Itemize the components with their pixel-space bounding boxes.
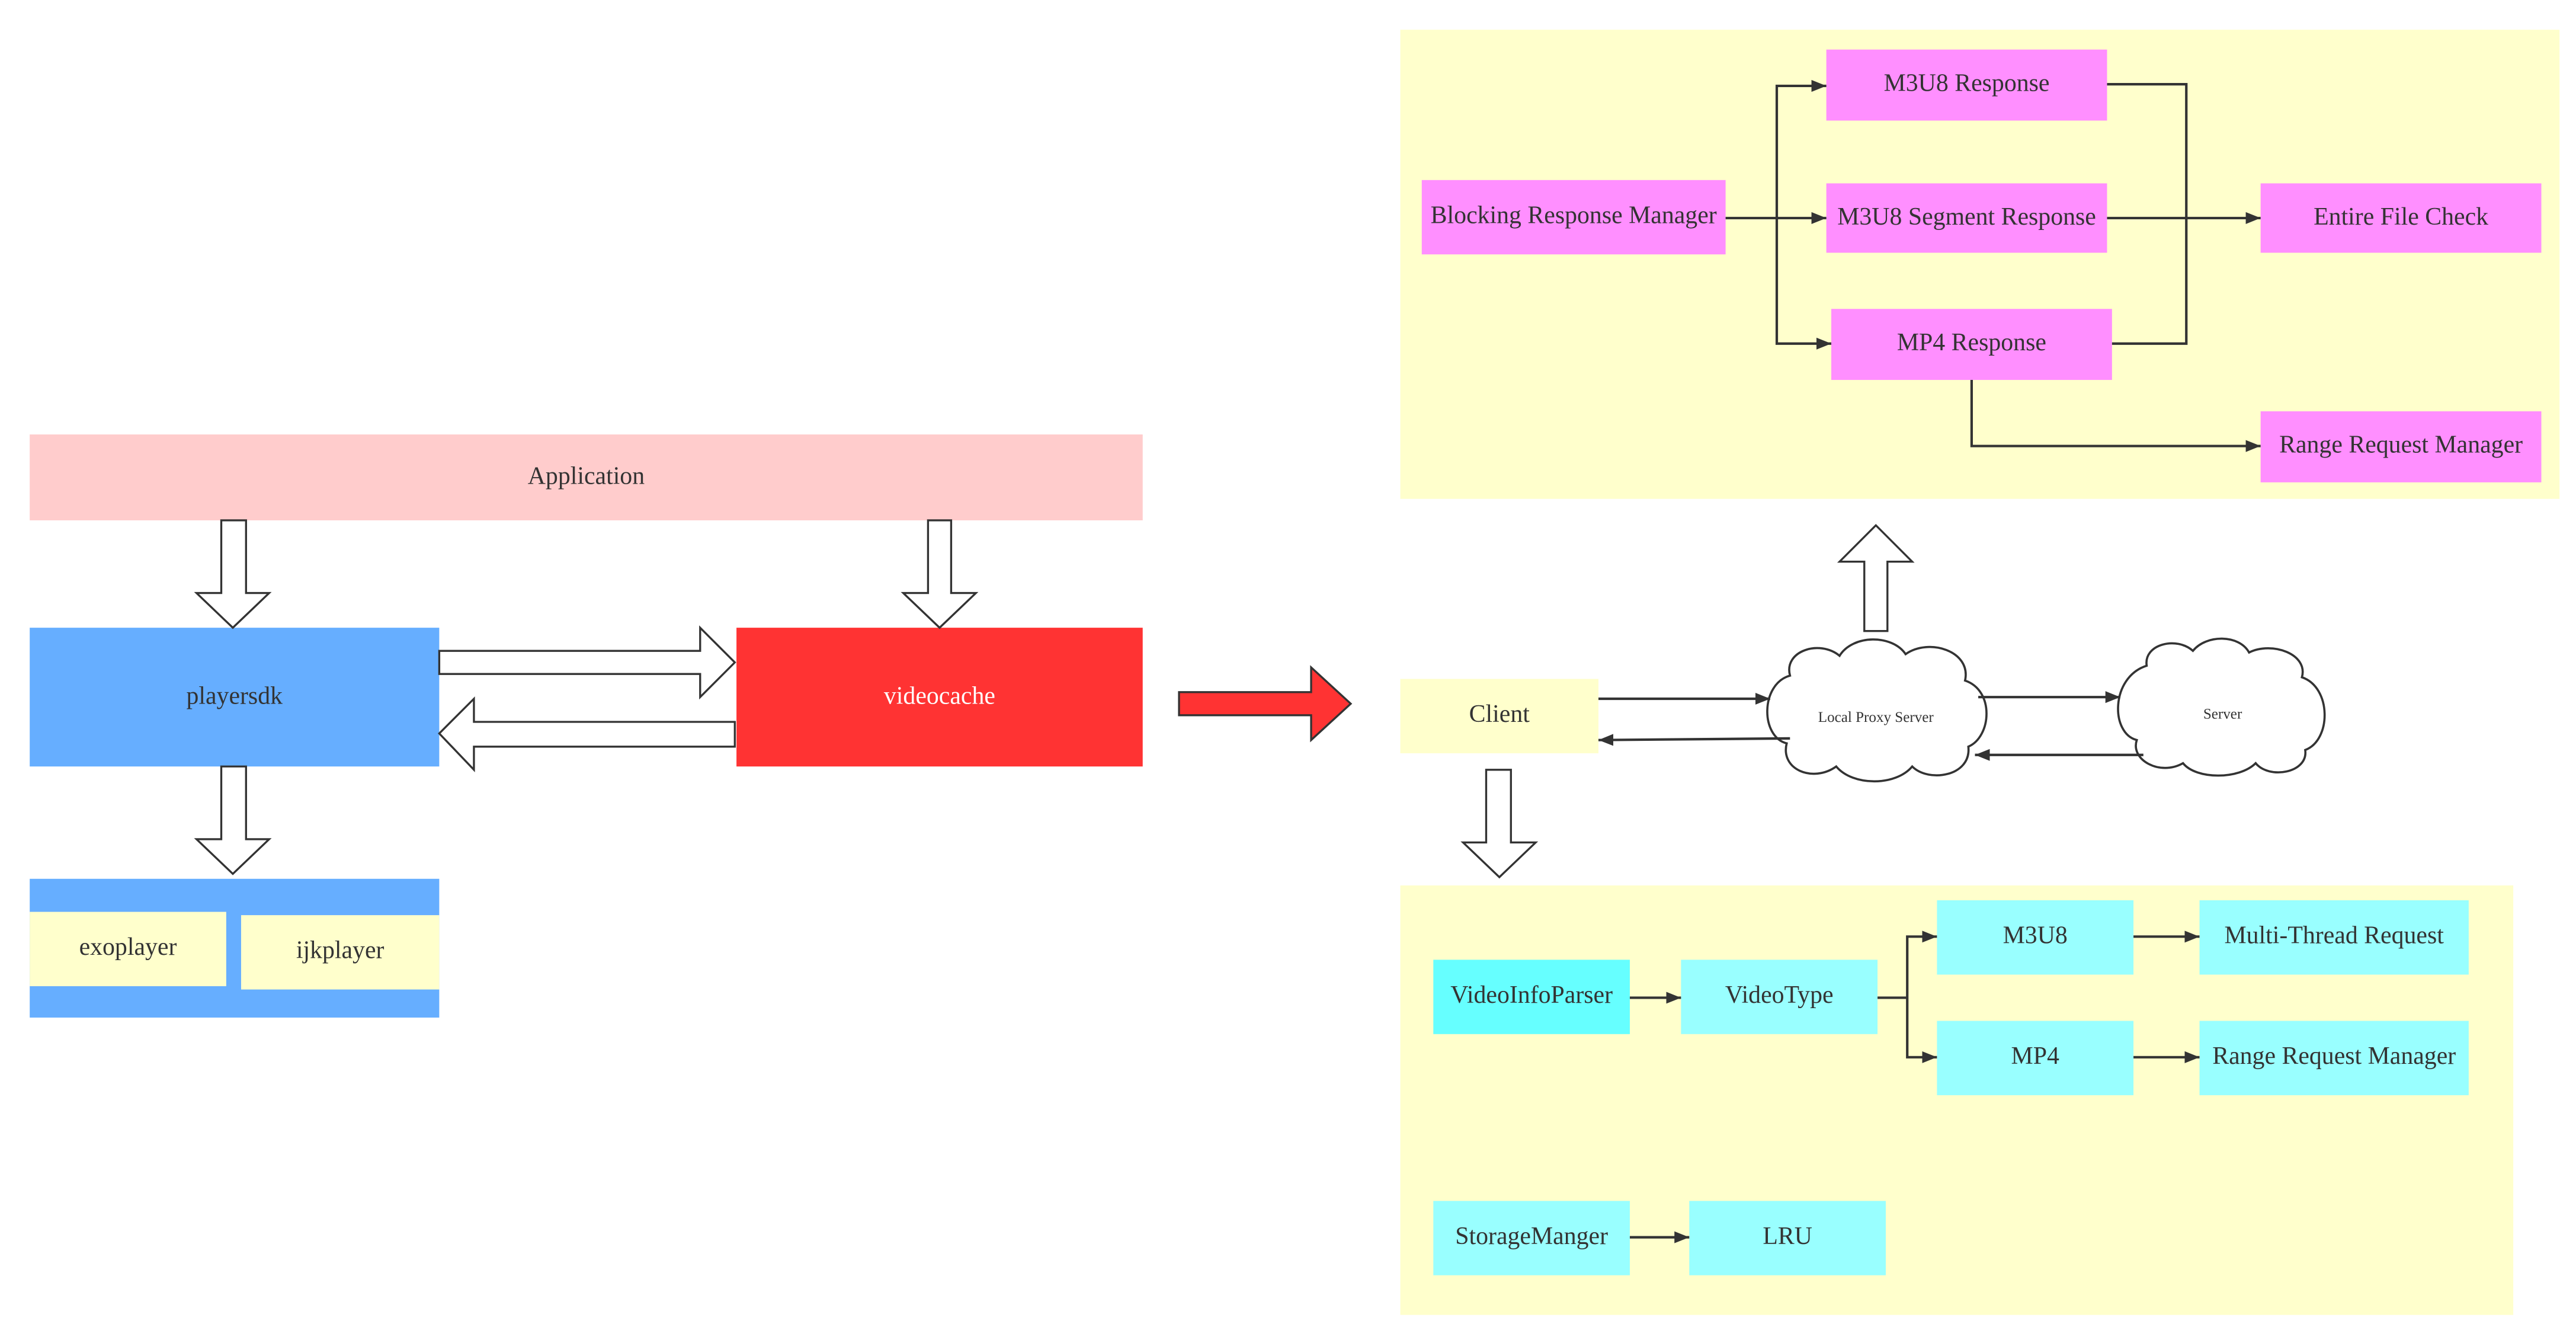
hollow-arrow-app-to-playersdk <box>194 519 272 629</box>
big-red-arrow <box>1178 665 1353 743</box>
videocache-box: videocache <box>736 628 1143 767</box>
hollow-arrow-videocache-to-playersdk <box>438 696 736 773</box>
connector-blocking-to-m3u8-response <box>1725 79 1827 220</box>
range-request-manager-response-box: Range Request Manager <box>2260 411 2542 482</box>
mp4-box: MP4 <box>1937 1021 2134 1095</box>
connector-videotype-to-m3u8 <box>1906 930 1937 998</box>
videotype-box: VideoType <box>1681 960 1878 1034</box>
m3u8-segment-response-box: M3U8 Segment Response <box>1826 183 2107 253</box>
blocking-response-manager-box: Blocking Response Manager <box>1421 180 1726 255</box>
connector-m3u8-response-to-check <box>2107 83 2188 218</box>
ijkplayer-box: ijkplayer <box>241 915 440 990</box>
local-proxy-server-label: Local Proxy Server <box>1818 709 1934 725</box>
hollow-arrow-playersdk-to-players <box>194 765 272 875</box>
client-box: Client <box>1400 679 1599 753</box>
playersdk-box: playersdk <box>30 628 440 767</box>
exoplayer-box: exoplayer <box>30 912 226 986</box>
hollow-arrow-proxy-to-response-panel <box>1837 523 1915 632</box>
hollow-arrow-app-to-videocache <box>901 519 979 629</box>
connector-videotype-to-mp4 <box>1906 997 1937 1063</box>
entire-file-check-box: Entire File Check <box>2260 183 2542 253</box>
mp4-response-box: MP4 Response <box>1831 309 2112 380</box>
server-label: Server <box>2203 706 2242 722</box>
lru-box: LRU <box>1689 1201 1886 1275</box>
connector-proxy-to-client <box>1598 734 1790 746</box>
videoinfoparser-box: VideoInfoParser <box>1433 960 1630 1034</box>
hollow-arrow-client-to-cache-panel <box>1460 769 1539 879</box>
hollow-arrow-playersdk-to-videocache <box>438 625 736 700</box>
range-request-manager-cache-box: Range Request Manager <box>2199 1021 2469 1095</box>
local-proxy-cloud <box>1766 638 1988 783</box>
connector-blocking-to-mp4-response <box>1775 218 1832 350</box>
connector-mp4-response-to-range-manager <box>1970 380 2261 452</box>
m3u8-box: M3U8 <box>1937 900 2134 975</box>
application-box: Application <box>30 434 1143 520</box>
connector-mp4-response-to-check <box>2112 218 2188 345</box>
multi-thread-request-box: Multi-Thread Request <box>2199 900 2469 975</box>
m3u8-response-box: M3U8 Response <box>1826 49 2107 121</box>
server-cloud <box>2117 637 2326 777</box>
storagemanger-box: StorageManger <box>1433 1201 1630 1275</box>
